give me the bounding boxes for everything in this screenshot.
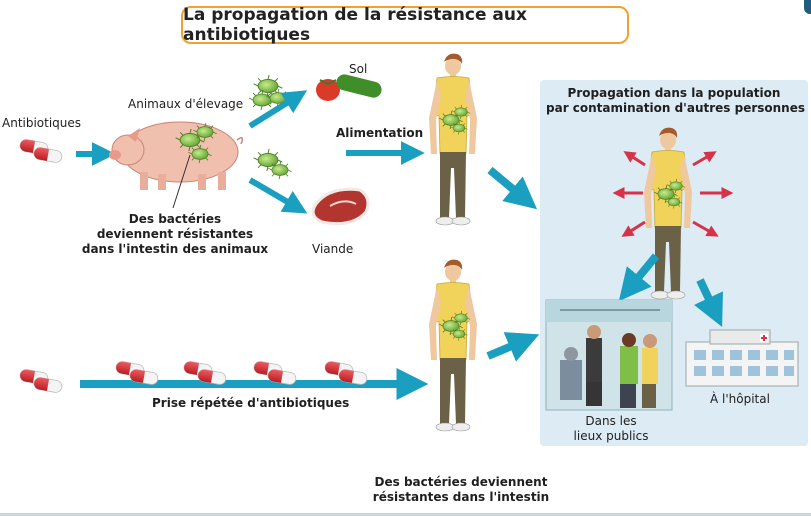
contamination-arrows xyxy=(612,151,734,237)
label-hopital: À l'hôpital xyxy=(710,392,770,406)
label-sol: Sol xyxy=(349,62,368,76)
corner-tab xyxy=(804,0,811,14)
label-bacteries-intestin-line1: Des bactéries deviennent xyxy=(374,475,548,489)
label-bacteries-animaux: Des bactéries deviennent résistantes dan… xyxy=(80,212,270,257)
arrow-person-bottom-to-panel xyxy=(486,332,540,362)
meat-illustration xyxy=(311,187,370,226)
public-places-illustration xyxy=(545,299,673,411)
label-propagation: Propagation dans la population par conta… xyxy=(546,86,806,116)
label-lieux-publics-line1: Dans les xyxy=(585,414,637,428)
pills-start xyxy=(19,369,63,394)
hospital-illustration xyxy=(685,329,799,387)
vegetables-illustration xyxy=(316,74,382,101)
label-animaux-elevage: Animaux d'élevage xyxy=(128,97,244,111)
label-alimentation: Alimentation xyxy=(336,126,424,140)
label-bacteries-animaux-line3: dans l'intestin des animaux xyxy=(81,242,269,256)
person-panel xyxy=(644,128,692,299)
diagram-title: La propagation de la résistance aux anti… xyxy=(183,5,527,45)
arrow-person-top-to-panel xyxy=(487,166,538,210)
label-bacteries-intestin-line2: résistantes dans l'intestin xyxy=(372,490,550,504)
label-viande: Viande xyxy=(312,242,354,256)
arrow-pig-to-soil xyxy=(248,90,308,129)
arrow-pig-to-meat xyxy=(248,177,308,214)
person-bottom xyxy=(429,260,477,431)
label-propagation-line1: Propagation dans la population xyxy=(567,86,781,100)
bottom-frame-line xyxy=(0,513,811,516)
label-lieux-publics-line2: lieux publics xyxy=(573,429,649,443)
title-box: La propagation de la résistance aux anti… xyxy=(181,5,629,45)
label-propagation-line2: par contamination d'autres personnes xyxy=(546,101,806,115)
arrow-to-hospital xyxy=(694,278,723,328)
pills-top xyxy=(19,139,63,164)
label-antibiotiques: Antibiotiques xyxy=(2,116,82,130)
pig-illustration xyxy=(109,121,244,209)
label-lieux-publics: Dans les lieux publics xyxy=(566,414,656,444)
label-bacteries-intestin: Des bactéries deviennent résistantes dan… xyxy=(372,475,550,505)
label-prise-repetee: Prise répétée d'antibiotiques xyxy=(152,396,350,410)
arrow-to-public-places xyxy=(618,253,660,302)
label-bacteries-animaux-line1: Des bactéries xyxy=(128,212,222,226)
label-bacteries-animaux-line2: deviennent résistantes xyxy=(96,227,254,241)
bacteria-cluster-bottom xyxy=(253,148,293,180)
person-top xyxy=(429,54,477,225)
